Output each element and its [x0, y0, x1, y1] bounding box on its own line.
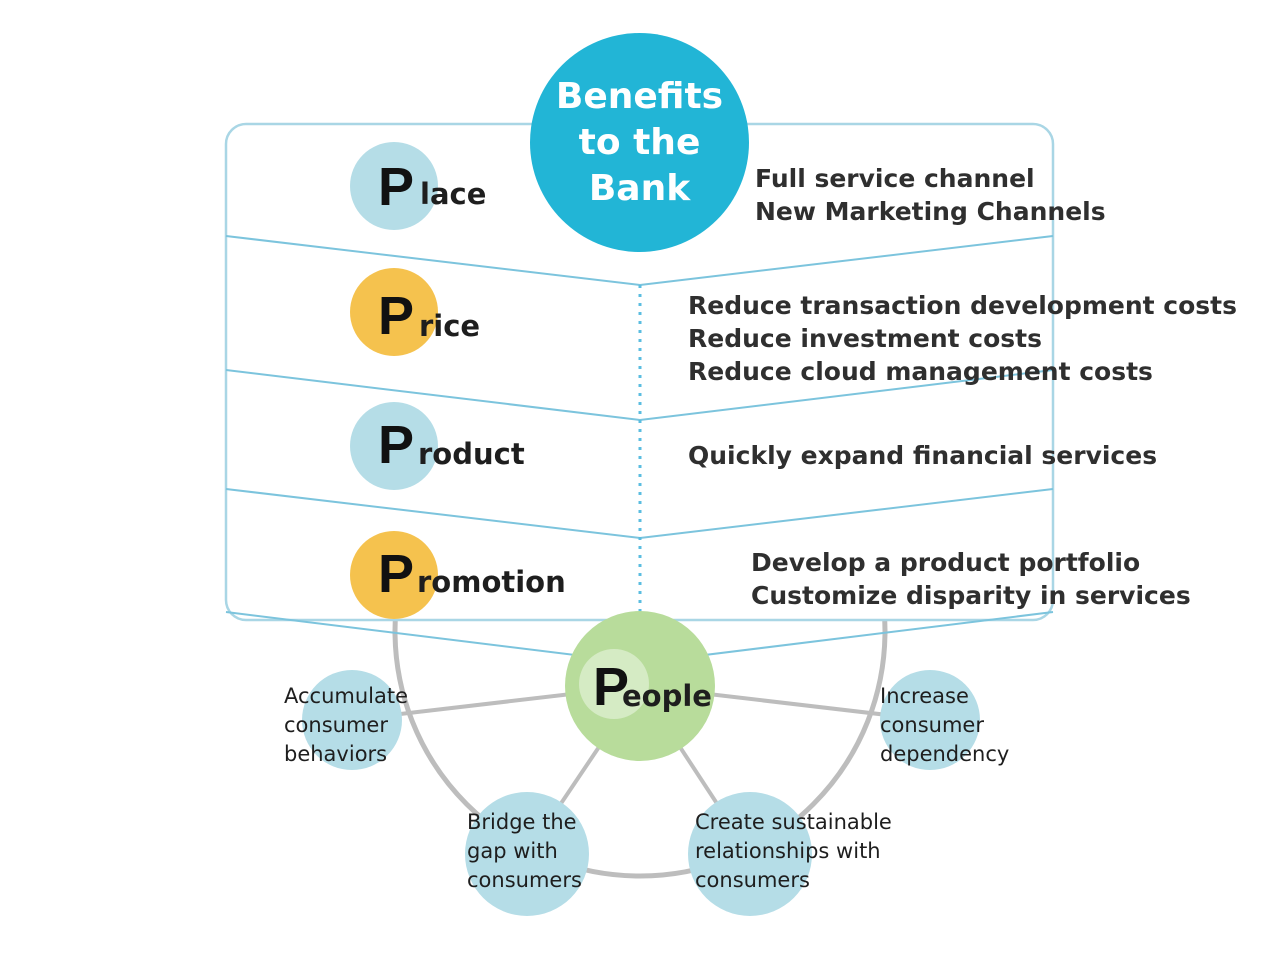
benefit-line: Quickly expand financial services	[688, 441, 1158, 470]
node-line: consumer	[880, 713, 984, 737]
title-text: Benefits to the Bank	[530, 74, 749, 212]
people-label: eople	[622, 679, 712, 713]
node-line: Increase	[880, 684, 969, 708]
place-initial: P	[378, 157, 415, 217]
node-line: consumers	[467, 868, 582, 892]
benefit-line: Reduce cloud management costs	[688, 357, 1153, 386]
benefit-line: Reduce investment costs	[688, 324, 1042, 353]
people-inner-circle	[579, 649, 649, 719]
node-line: Bridge the	[467, 810, 577, 834]
benefit-line: New Marketing Channels	[755, 197, 1106, 226]
product-label: roduct	[418, 437, 525, 471]
increase-circle	[880, 670, 980, 770]
node-line: gap with	[467, 839, 558, 863]
node-line: dependency	[880, 742, 1010, 766]
benefit-line: Customize disparity in services	[751, 581, 1191, 610]
increase-label: Increase consumer dependency	[880, 682, 1009, 769]
frame-fill	[226, 124, 1053, 620]
price-initial: P	[378, 286, 415, 346]
title-line: Bank	[588, 168, 691, 209]
product-initial: P	[378, 415, 415, 475]
bridge-label: Bridge the gap with consumers	[467, 808, 582, 895]
accumulate-circle	[302, 670, 402, 770]
node-line: consumer	[284, 713, 388, 737]
create-label: Create sustainable relationships with co…	[695, 808, 892, 895]
promotion-initial: P	[378, 544, 415, 604]
benefit-line: Full service channel	[755, 164, 1035, 193]
benefit-line: Reduce transaction development costs	[688, 291, 1237, 320]
place-label: lace	[420, 177, 487, 211]
bridge-circle	[465, 792, 589, 916]
promotion-label: romotion	[417, 565, 566, 599]
people-initial: P	[593, 657, 630, 717]
price-label: rice	[419, 309, 481, 343]
price-benefits: Reduce transaction development costs Red…	[688, 289, 1237, 388]
node-line: consumers	[695, 868, 810, 892]
node-line: relationships with	[695, 839, 881, 863]
title-line: Benefits	[555, 76, 724, 117]
title-line: to the	[578, 122, 701, 163]
benefit-line: Develop a product portfolio	[751, 548, 1141, 577]
promotion-benefits: Develop a product portfolio Customize di…	[751, 546, 1191, 612]
price-circle	[350, 268, 438, 356]
place-benefits: Full service channel New Marketing Chann…	[755, 162, 1106, 228]
create-circle	[688, 792, 812, 916]
product-circle	[350, 402, 438, 490]
place-circle	[350, 142, 438, 230]
node-line: behaviors	[284, 742, 388, 766]
accumulate-label: Accumulate consumer behaviors	[284, 682, 408, 769]
title-circle	[530, 33, 749, 252]
product-benefits: Quickly expand financial services	[688, 439, 1157, 472]
node-line: Create sustainable	[695, 810, 892, 834]
promotion-circle	[350, 531, 438, 619]
node-line: Accumulate	[284, 684, 409, 708]
